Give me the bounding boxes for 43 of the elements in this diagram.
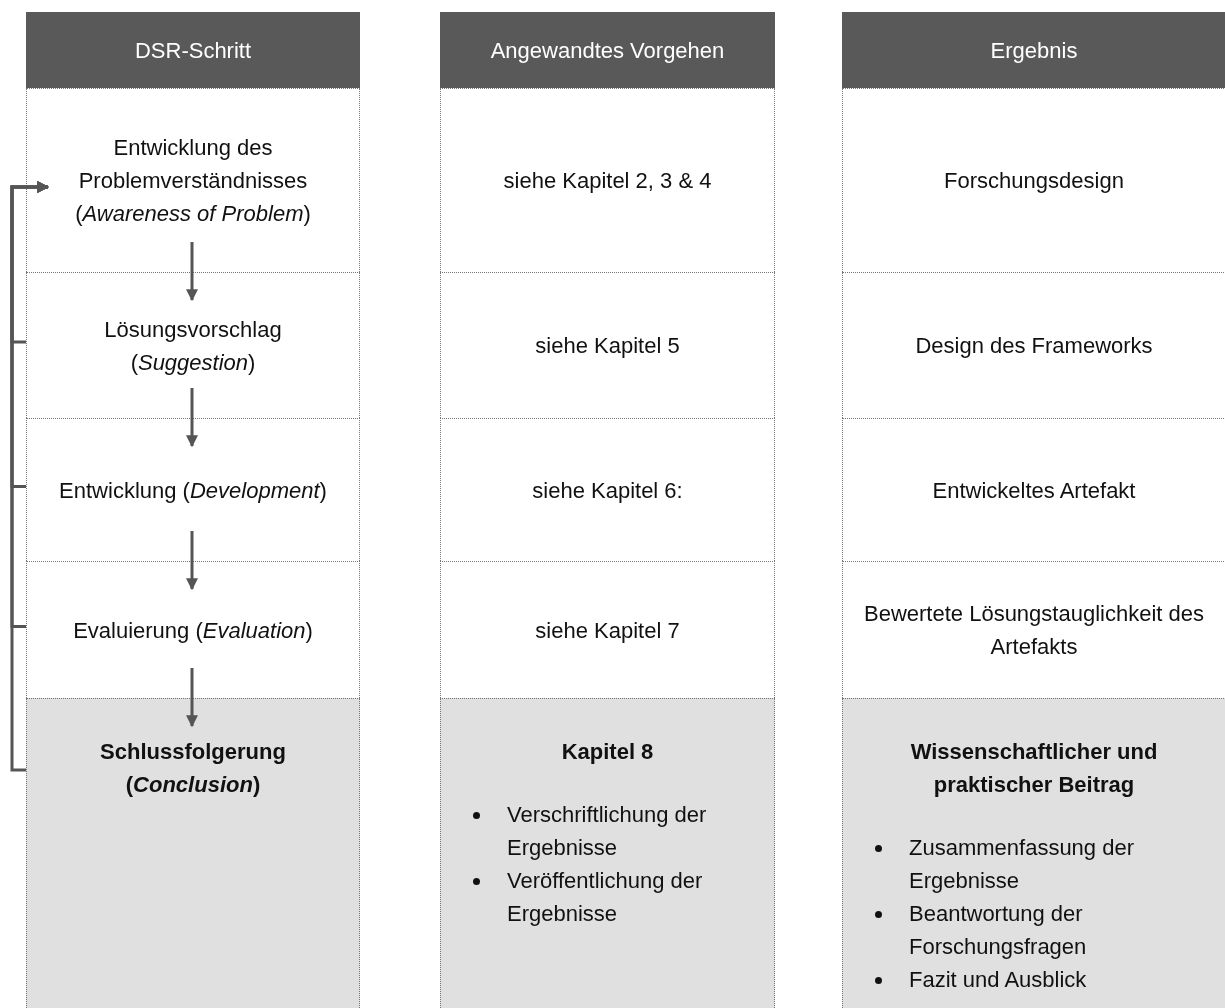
summary-cell <box>26 698 360 1008</box>
header-text: Angewandtes Vorgehen <box>490 36 725 65</box>
cell-text: Lösungsvorschlag (Suggestion) <box>103 315 283 377</box>
cell-text: Evaluierung (Evaluation) <box>73 616 313 645</box>
arrow <box>186 388 198 448</box>
cell-text: Bewertete Lösungstauglichkeit des Artefakts <box>864 600 1204 661</box>
column-header <box>842 12 1225 88</box>
cell-heading: Wissenschaftlicher und praktischer Beitrag <box>909 738 1159 799</box>
bullet-text: Beantwortung der Forschungsfragen <box>909 901 1087 959</box>
cell-text: Entwicklung (Development) <box>59 476 327 505</box>
cell-text: siehe Kapitel 5 <box>535 332 680 360</box>
table-cell <box>842 272 1225 418</box>
cell-text: Forschungsdesign <box>944 167 1124 195</box>
bullet-text: Zusammenfassung der Ergebnisse <box>909 835 1134 893</box>
cell-text: siehe Kapitel 2, 3 & 4 <box>503 167 712 195</box>
table-cell <box>842 88 1225 272</box>
header-text: DSR-Schritt <box>134 36 252 65</box>
cell-text: siehe Kapitel 7 <box>535 616 680 645</box>
feedback-arrow <box>10 181 50 772</box>
cell-text: Design des Frameworks <box>915 332 1153 360</box>
arrow <box>186 531 198 591</box>
arrow <box>186 668 198 728</box>
cell-heading: Kapitel 8 <box>561 738 654 766</box>
table-cell <box>26 418 360 561</box>
cell-text: Entwickeltes Artefakt <box>932 476 1136 505</box>
column-header <box>26 12 360 88</box>
cell-text: Entwicklung des Problemverständnisses (Awareness of Problem) <box>74 134 312 228</box>
column-header <box>440 12 775 88</box>
summary-cell <box>842 698 1225 1008</box>
table-cell <box>842 418 1225 561</box>
cell-text: siehe Kapitel 6: <box>532 476 683 505</box>
table-cell <box>440 272 775 418</box>
bullet-text: Fazit und Ausblick <box>909 967 1087 992</box>
arrow <box>186 242 198 302</box>
table-cell <box>440 418 775 561</box>
header-text: Ergebnis <box>990 36 1078 65</box>
table-cell <box>440 88 775 272</box>
cell-text: Schlussfolgerung (Conclusion) <box>99 738 287 799</box>
table-cell <box>26 88 360 272</box>
summary-cell <box>440 698 775 1008</box>
bullet-text: Veröffentlichung der Ergebnisse <box>507 868 703 926</box>
bullet-text: Verschriftlichung der Ergebnisse <box>507 802 707 860</box>
table-cell <box>26 272 360 418</box>
